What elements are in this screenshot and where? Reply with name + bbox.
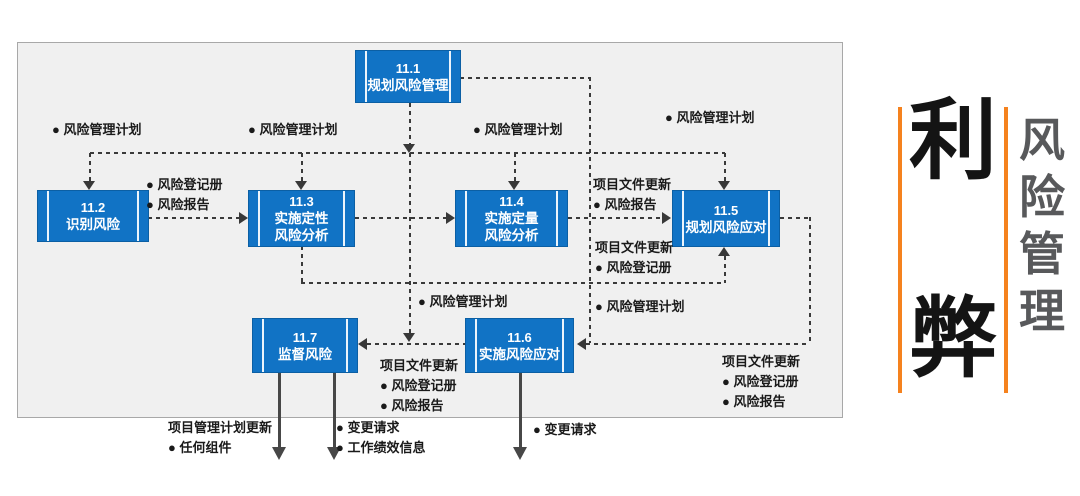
label-plan-input-114: ● 风险管理计划 <box>473 122 563 137</box>
process-box-11-1: 11.1 规划风险管理 <box>355 50 461 103</box>
label-plan-input-112: ● 风险管理计划 <box>52 122 142 137</box>
process-box-11-3: 11.3 实施定性风险分析 <box>248 190 355 247</box>
box-number: 11.4 <box>499 194 524 209</box>
dashed-113-to-114 <box>355 217 447 219</box>
dashed-113-down <box>301 246 303 283</box>
arrowhead-right-icon <box>662 212 671 224</box>
label-plan-input-113: ● 风险管理计划 <box>248 122 338 137</box>
solid-output-line <box>519 373 522 448</box>
dashed-center-vertical <box>409 153 411 333</box>
dashed-112-to-113 <box>148 217 240 219</box>
arrowhead-right-icon <box>239 212 248 224</box>
dashed-into-116 <box>586 343 810 345</box>
dashed-bus-line <box>90 152 725 154</box>
arrowhead-down-icon <box>718 181 730 190</box>
label-out-116-bottom: ● 变更请求 <box>533 422 597 437</box>
label-out-115-to-116: 项目文件更新● 风险登记册● 风险报告 <box>722 354 801 409</box>
arrowhead-down-icon <box>272 447 286 460</box>
box-number: 11.3 <box>289 194 314 209</box>
arrowhead-down-icon <box>327 447 341 460</box>
dashed-line-to-116 <box>589 77 591 343</box>
process-box-11-6: 11.6 实施风险应对 <box>465 318 574 373</box>
dashed-up-into-115 <box>724 256 726 283</box>
dashed-drop-115 <box>724 153 726 182</box>
arrowhead-left-icon <box>577 338 586 350</box>
label-out-112: ● 风险登记册● 风险报告 <box>146 177 223 212</box>
dashed-114-to-115 <box>568 217 663 219</box>
dashed-drop-113 <box>301 153 303 182</box>
orange-divider-left <box>898 107 902 393</box>
label-plan-input-117: ● 风险管理计划 <box>418 294 508 309</box>
arrowhead-down-icon <box>403 144 415 153</box>
arrowhead-up-icon <box>718 247 730 256</box>
process-box-11-4: 11.4 实施定量风险分析 <box>455 190 568 247</box>
arrowhead-down-icon <box>508 181 520 190</box>
box-title: 监督风险 <box>278 346 332 362</box>
box-number: 11.2 <box>80 200 106 215</box>
box-number: 11.5 <box>713 202 739 218</box>
dashed-113-to-115-low <box>301 282 725 284</box>
dashed-115-down <box>809 217 811 344</box>
label-out-113-to-115: 项目文件更新● 风险登记册 <box>595 240 674 275</box>
box-number: 11.1 <box>395 60 421 76</box>
arrowhead-down-icon <box>403 333 415 342</box>
process-box-11-5: 11.5 规划风险应对 <box>672 190 780 247</box>
orange-divider-right <box>1004 107 1008 393</box>
box-number: 11.7 <box>292 329 318 345</box>
solid-output-line <box>278 373 281 448</box>
process-box-11-2: 11.2 识别风险 <box>37 190 149 242</box>
arrowhead-down-icon <box>513 447 527 460</box>
arrowhead-right-icon <box>446 212 455 224</box>
box-title: 识别风险 <box>66 217 120 232</box>
dashed-115-right <box>780 217 811 219</box>
dashed-line-111-down <box>409 103 411 145</box>
vertical-title-risk-management: 风险管理 <box>1019 114 1065 337</box>
box-title: 实施风险应对 <box>479 346 560 362</box>
dashed-116-to-117 <box>367 343 465 345</box>
solid-output-line <box>333 373 336 448</box>
arrowhead-down-icon <box>83 181 95 190</box>
label-plan-input-115: ● 风险管理计划 <box>665 110 755 125</box>
dashed-line-111-right <box>460 77 590 79</box>
arrowhead-left-icon <box>358 338 367 350</box>
box-number: 11.6 <box>507 329 532 345</box>
dashed-drop-114 <box>514 153 516 182</box>
box-title: 规划风险应对 <box>685 219 767 235</box>
pro-character: 利 <box>908 91 997 190</box>
box-title: 实施定性风险分析 <box>274 211 329 243</box>
process-box-11-7: 11.7 监督风险 <box>252 318 358 373</box>
box-title: 规划风险管理 <box>367 77 449 93</box>
arrowhead-down-icon <box>295 181 307 190</box>
label-out-114-to-115: 项目文件更新● 风险报告 <box>593 177 672 212</box>
label-plan-input-116: ● 风险管理计划 <box>595 299 685 314</box>
label-out-117-bottom-left: 项目管理计划更新● 任何组件 <box>168 420 273 455</box>
dashed-drop-112 <box>89 153 91 182</box>
label-out-116-to-117: 项目文件更新● 风险登记册● 风险报告 <box>380 358 459 413</box>
label-out-117-bottom-right: ● 变更请求● 工作绩效信息 <box>336 420 426 455</box>
box-title: 实施定量风险分析 <box>484 211 539 243</box>
con-character: 弊 <box>908 289 997 388</box>
